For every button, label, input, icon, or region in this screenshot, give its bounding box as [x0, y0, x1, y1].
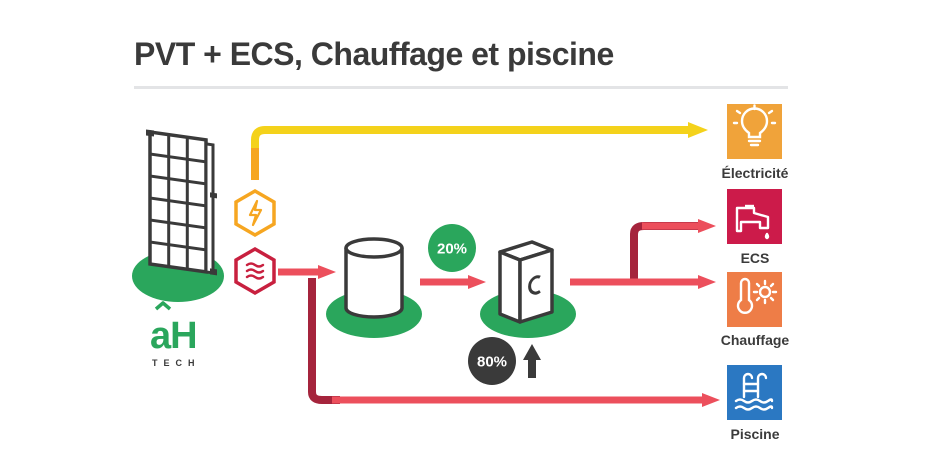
output-label-electricite: Électricité	[721, 165, 789, 181]
ah-tech-logo: aH TECH	[150, 301, 201, 368]
output-label-piscine: Piscine	[730, 426, 780, 442]
badge-80-label: 80%	[477, 354, 507, 371]
flow-tank-to-heatpump	[420, 275, 486, 289]
logo-sub: TECH	[152, 358, 201, 368]
logo-mark: aH	[150, 315, 197, 357]
badge-20-percent: 20%	[428, 224, 476, 272]
heat-hex-icon	[234, 246, 276, 296]
badge-20-label: 20%	[437, 241, 467, 258]
title-divider	[134, 86, 788, 89]
output-electricite	[727, 104, 782, 159]
thermometer-sun-icon	[736, 277, 778, 314]
thermal-flow-to-pool	[308, 278, 720, 407]
arrow-up-icon	[523, 344, 541, 378]
output-chauffage	[727, 272, 782, 327]
faucet-icon	[735, 204, 770, 240]
heat-pump	[480, 240, 576, 338]
output-ecs	[727, 189, 782, 244]
flow-heatpump-to-ecs-chauffage	[570, 219, 716, 289]
output-label-chauffage: Chauffage	[720, 332, 790, 348]
thermal-flow-to-tank	[278, 265, 336, 279]
pvt-panel	[132, 129, 224, 302]
light-bulb-icon	[732, 104, 777, 147]
output-piscine	[727, 365, 782, 420]
electric-hex-icon	[234, 188, 276, 238]
diagram-title: PVT + ECS, Chauffage et piscine	[134, 36, 614, 72]
pool-ladder-icon	[734, 372, 774, 411]
electric-flow	[251, 122, 708, 180]
badge-80-percent: 80%	[468, 337, 541, 385]
output-label-ecs: ECS	[740, 250, 770, 266]
storage-tank	[326, 237, 422, 338]
